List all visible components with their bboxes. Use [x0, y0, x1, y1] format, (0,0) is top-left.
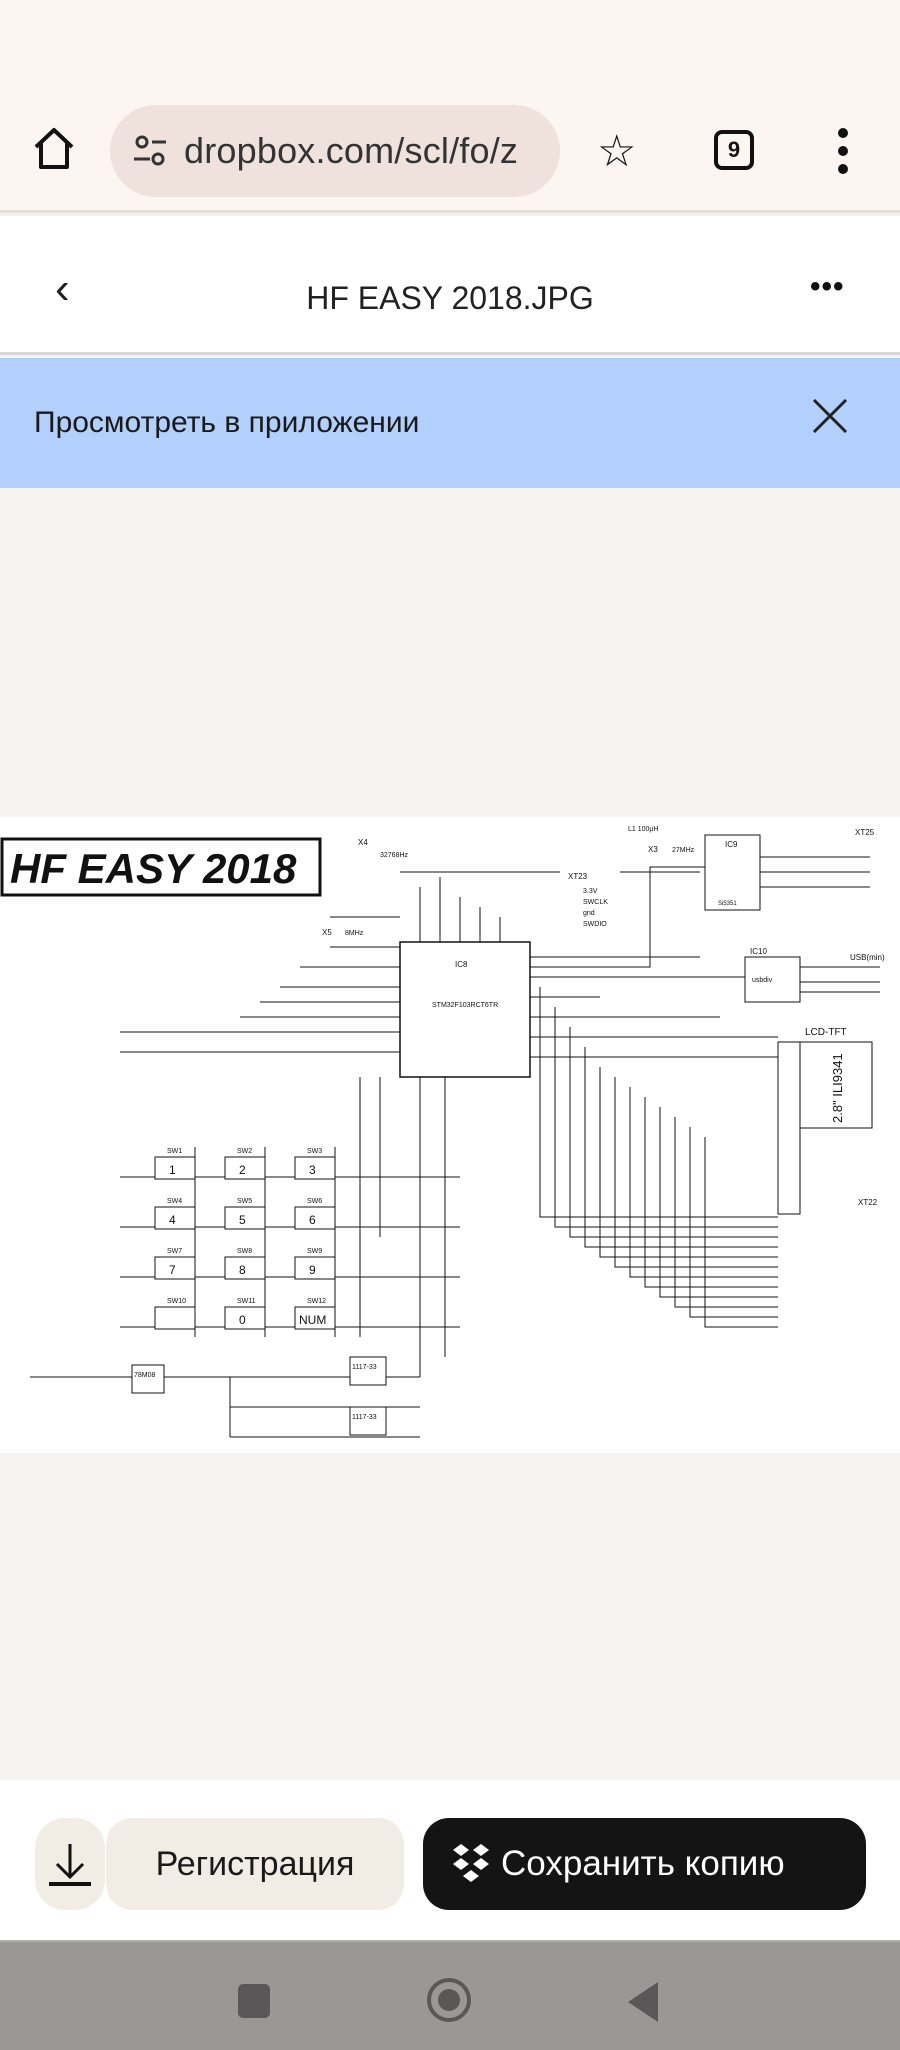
xt22-label: XT22	[858, 1198, 878, 1207]
x3-freq: 27MHz	[672, 847, 695, 854]
svg-text:SW3: SW3	[307, 1148, 322, 1155]
swd-pin: 3.3V	[583, 888, 598, 895]
lcd-part: 2.8" ILI9341	[830, 1053, 845, 1123]
svg-text:8: 8	[239, 1263, 246, 1277]
file-title: HF EASY 2018.JPG	[306, 280, 594, 316]
svg-text:9: 9	[309, 1263, 316, 1277]
svg-text:SW11: SW11	[237, 1298, 256, 1305]
svg-text:6: 6	[309, 1213, 316, 1227]
x4-label: X4	[358, 838, 368, 847]
lcd-label: LCD-TFT	[805, 1027, 847, 1038]
dropbox-logo-icon	[453, 1844, 489, 1882]
regulator-1117-a	[349, 1356, 387, 1386]
site-settings-icon[interactable]	[130, 131, 170, 171]
home-button[interactable]	[427, 1978, 471, 2022]
svg-text:1: 1	[169, 1163, 176, 1177]
regulator-78m08	[131, 1364, 165, 1394]
lcd-connector	[777, 1041, 801, 1215]
svg-text:SW2: SW2	[237, 1148, 252, 1155]
swd-pin: SWDIO	[583, 921, 607, 928]
svg-text:NUM: NUM	[299, 1313, 326, 1327]
tab-switcher-button[interactable]: 9	[714, 130, 754, 170]
svg-text:SW5: SW5	[237, 1198, 252, 1205]
x5-freq: 8MHz	[345, 930, 364, 937]
swd-pin: SWCLK	[583, 899, 608, 906]
system-nav-bar	[0, 1940, 900, 2050]
download-icon	[49, 1844, 91, 1886]
ic9-ref: IC9	[725, 840, 738, 849]
open-in-app-banner[interactable]: Просмотреть в приложении	[0, 358, 900, 488]
svg-text:4: 4	[169, 1213, 176, 1227]
ic10-ref: IC10	[750, 947, 767, 956]
svg-text:0: 0	[239, 1313, 246, 1327]
schematic-title: HF EASY 2018	[10, 845, 297, 892]
x3-label: X3	[648, 845, 658, 854]
ic10-part: usbdiv	[752, 977, 773, 984]
save-copy-label: Сохранить копию	[501, 1844, 785, 1883]
svg-text:SW7: SW7	[167, 1248, 182, 1255]
download-button[interactable]	[35, 1818, 105, 1910]
svg-text:SW6: SW6	[307, 1198, 322, 1205]
regulator-1117-a-label: 1117-33	[352, 1364, 377, 1371]
svg-text:2: 2	[239, 1163, 246, 1177]
x4-freq: 32768Hz	[380, 852, 409, 859]
schematic-image[interactable]: HF EASY 2018 IC8 STM32F103RCT6TR IC9 Si5…	[0, 817, 900, 1453]
browser-toolbar: dropbox.com/scl/fo/z ☆ 9	[0, 0, 900, 213]
svg-text:SW4: SW4	[167, 1198, 182, 1205]
usb-label: USB(min)	[850, 953, 885, 962]
mcu-label: STM32F103RCT6TR	[432, 1002, 498, 1009]
browser-menu-icon[interactable]	[838, 128, 848, 178]
back-button[interactable]	[628, 1982, 658, 2022]
xt25-label: XT25	[855, 828, 875, 837]
address-bar[interactable]: dropbox.com/scl/fo/z	[110, 105, 560, 197]
back-chevron-icon[interactable]: ‹	[55, 264, 70, 313]
recents-button[interactable]	[238, 1984, 270, 2018]
mcu-chip	[399, 941, 531, 1078]
svg-text:SW1: SW1	[167, 1148, 182, 1155]
save-copy-button[interactable]: Сохранить копию	[423, 1818, 866, 1910]
url-text: dropbox.com/scl/fo/z	[184, 130, 519, 171]
svg-text:7: 7	[169, 1263, 176, 1277]
svg-text:SW12: SW12	[307, 1298, 326, 1305]
svg-text:SW8: SW8	[237, 1248, 252, 1255]
register-button[interactable]: Регистрация	[106, 1818, 404, 1910]
bookmark-star-icon[interactable]: ☆	[597, 127, 637, 176]
file-header: ‹ HF EASY 2018.JPG •••	[0, 216, 900, 355]
home-icon[interactable]	[30, 125, 78, 173]
open-in-app-text[interactable]: Просмотреть в приложении	[34, 406, 420, 439]
l1-label: L1 100µH	[628, 826, 659, 833]
x5-label: X5	[322, 928, 332, 937]
swd-pin: gnd	[583, 910, 595, 917]
mcu-ref: IC8	[455, 960, 468, 969]
regulator-78m08-label: 78M08	[134, 1372, 156, 1379]
more-options-icon[interactable]: •••	[810, 270, 845, 303]
svg-text:SW10: SW10	[167, 1298, 186, 1305]
ic9-part: Si5351	[718, 901, 737, 907]
regulator-1117-b	[349, 1406, 387, 1436]
regulator-1117-b-label: 1117-33	[352, 1414, 377, 1421]
schematic-title-box	[0, 837, 322, 897]
xt23-label: XT23	[568, 872, 588, 881]
svg-text:3: 3	[309, 1163, 316, 1177]
close-icon[interactable]	[808, 394, 852, 438]
svg-text:5: 5	[239, 1213, 246, 1227]
svg-text:SW9: SW9	[307, 1248, 322, 1255]
ic10-chip	[744, 956, 801, 1003]
action-bar: Регистрация Сохранить копию	[0, 1780, 900, 1940]
